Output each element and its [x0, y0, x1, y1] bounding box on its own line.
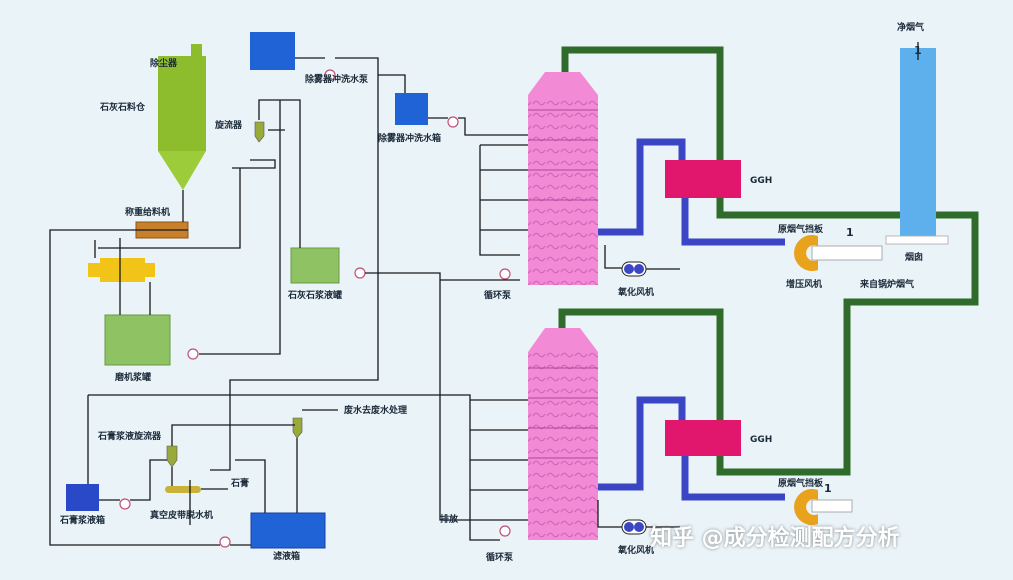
label-discharge: 排放 [440, 513, 459, 525]
cyclone [254, 121, 265, 143]
label-clean-flue-gas: 净烟气 [897, 21, 924, 33]
label-limestone-silo: 石灰石料仓 [99, 101, 146, 113]
raw-gas-duct-bottom [598, 396, 686, 491]
pump-icon [499, 525, 511, 537]
label-demister-wash-tank: 除雾器冲洗水箱 [378, 132, 441, 144]
label-damper: 原烟气挡板 [778, 223, 824, 235]
limestone-silo [158, 44, 206, 190]
absorber-bottom [528, 328, 598, 540]
label-demister-wash-pump: 除雾器冲洗水泵 [305, 73, 369, 85]
label-weigh-feeder: 称重给料机 [125, 206, 170, 218]
label-gypsum-tank: 石膏浆液箱 [59, 514, 105, 526]
label-number-1-bottom: 1 [824, 482, 832, 495]
label-booster-fan: 增压风机 [786, 278, 822, 290]
label-vacuum-belt: 真空皮带脱水机 [150, 509, 213, 521]
flue-duct-top [561, 46, 724, 160]
pump-icon [324, 69, 336, 81]
booster-fan-top [794, 235, 883, 271]
ggh-top [665, 160, 741, 198]
gypsum-cyclone [166, 445, 178, 468]
demister-wash-tank [395, 93, 428, 125]
pump-icon [354, 267, 366, 279]
label-cyclone: 旋流器 [214, 119, 243, 131]
label-gypsum: 石膏 [230, 477, 249, 489]
label-flue-gas-from-boiler: 来自锅炉烟气 [859, 278, 914, 290]
watermark: 知乎 @成分检测配方分析 [650, 526, 900, 551]
oxidation-blower-bottom [621, 519, 647, 535]
wastewater-cyclone [292, 417, 303, 439]
ggh-bottom [665, 420, 741, 456]
label-gypsum-cyclone: 石膏浆液旋流器 [97, 430, 162, 442]
label-ggh-top: GGH [750, 176, 772, 186]
pump-icon [119, 498, 131, 510]
label-limestone-slurry-tank: 石灰石浆液罐 [287, 289, 342, 301]
label-mill-slurry-tank: 磨机浆罐 [114, 371, 151, 383]
label-oxidation-blower-top: 氧化风机 [617, 286, 654, 298]
raw-gas-duct-top-2 [681, 198, 785, 246]
label-wastewater: 废水去废水处理 [344, 404, 407, 416]
pump-icon [447, 116, 459, 128]
booster-fan-bottom [794, 488, 853, 525]
process-piping [49, 57, 528, 546]
limestone-slurry-tank [290, 247, 340, 284]
label-circulation-pump-bottom: 循环泵 [486, 551, 514, 563]
gypsum-slurry-tank [66, 484, 99, 511]
label-dust-collector: 除尘器 [150, 57, 178, 69]
raw-gas-duct-top [598, 138, 686, 236]
filtrate-tank [250, 512, 326, 549]
label-circulation-pump-top: 循环泵 [484, 289, 512, 301]
process-water-tank [250, 32, 295, 70]
label-damper-bottom: 原烟气挡板 [778, 477, 824, 489]
raw-gas-duct-bottom-2 [681, 455, 785, 501]
label-oxidation-blower-bottom: 氧化风机 [617, 544, 654, 556]
pump-icon [499, 268, 511, 280]
pump-icon [187, 348, 199, 360]
chimney-base [885, 235, 949, 245]
ball-mill [88, 258, 155, 282]
label-ggh-bottom: GGH [750, 435, 772, 445]
vacuum-belt-filter [165, 486, 201, 493]
flue-duct-bottom [558, 308, 724, 420]
label-chimney: 烟囱 [905, 251, 923, 263]
chimney [900, 48, 936, 236]
label-number-1: 1 [846, 226, 854, 239]
label-number-1-chimney: 1 [914, 44, 922, 57]
label-filtrate-tank: 滤液箱 [273, 550, 300, 562]
mill-slurry-tank [104, 314, 171, 366]
oxidation-blower-top [621, 261, 647, 277]
flue-duct-clean [716, 198, 979, 476]
absorber-top [528, 72, 598, 285]
pump-icon [219, 536, 231, 548]
